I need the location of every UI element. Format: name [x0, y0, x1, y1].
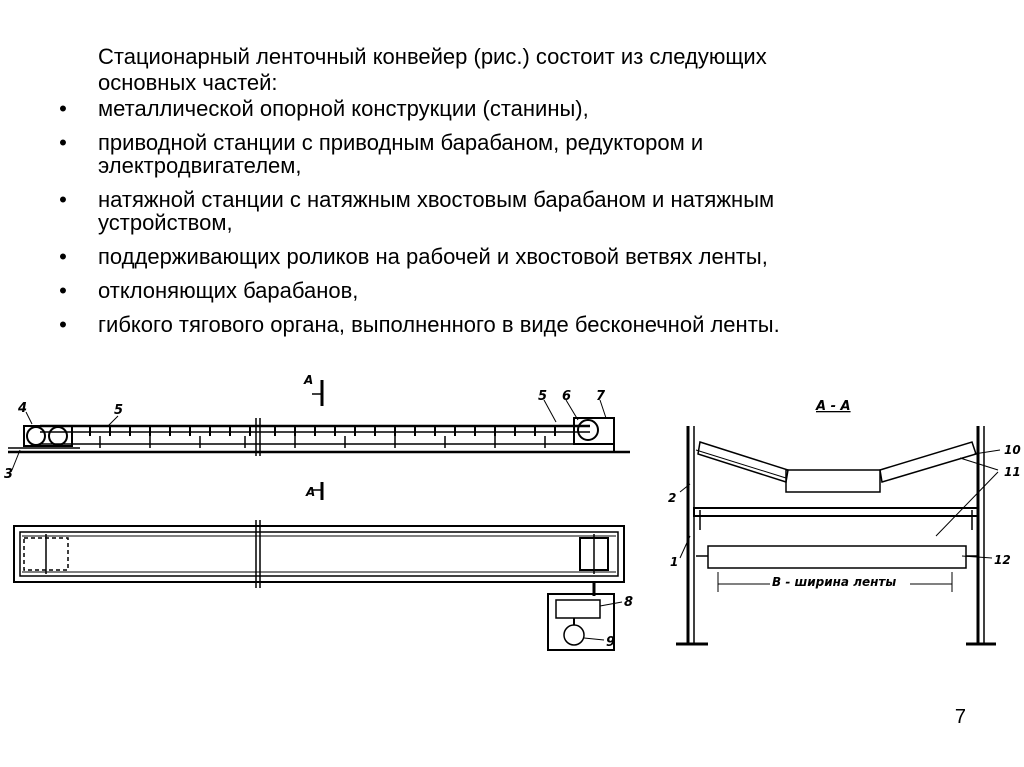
intro-line-1: Стационарный ленточный конвейер (рис.) с…: [98, 44, 767, 69]
drive-drum-icon: [577, 419, 599, 441]
label-5b: 5: [538, 389, 547, 404]
label-5: 5: [114, 403, 123, 418]
return-roller-icon: [707, 545, 967, 569]
label-10: 10: [1004, 443, 1021, 457]
list-item: • отклоняющих барабанов,: [56, 279, 936, 302]
label-8: 8: [624, 595, 633, 610]
section-mark-label: A: [305, 485, 315, 499]
list-item-text: гибкого тягового органа, выполненного в …: [98, 312, 780, 337]
conveyor-drawing: A A 4 5 5 6 7 3: [0, 360, 1024, 680]
label-11: 11: [1004, 465, 1021, 479]
tail-drum-icon: [26, 426, 46, 446]
list-item: • металлической опорной конструкции (ста…: [56, 97, 936, 120]
label-6: 6: [562, 389, 571, 404]
label-2: 2: [668, 491, 676, 505]
center-roller-icon: [785, 469, 881, 493]
conveyor-drawing-svg: A A 4 5 5 6 7 3: [4, 373, 1021, 651]
list-item-text-cont: электродвигателем,: [98, 153, 302, 178]
list-item: • поддерживающих роликов на рабочей и хв…: [56, 245, 936, 268]
label-1: 1: [670, 555, 678, 569]
section-title: A - A: [815, 399, 851, 414]
list-item: • натяжной станции с натяжным хвостовым …: [56, 188, 936, 234]
label-12: 12: [994, 553, 1011, 567]
belt-width-caption: B - ширина ленты: [772, 575, 896, 589]
parts-list: • металлической опорной конструкции (ста…: [56, 97, 936, 347]
label-3: 3: [4, 467, 13, 482]
list-item-text: металлической опорной конструкции (стани…: [98, 96, 589, 121]
label-9: 9: [606, 635, 615, 650]
page-number: 7: [954, 706, 966, 728]
bullet-icon: •: [59, 130, 67, 155]
plan-view: 8 9: [13, 520, 633, 651]
bullet-icon: •: [59, 96, 67, 121]
upper-idlers: [89, 426, 556, 436]
label-7: 7: [596, 389, 606, 404]
list-item: • гибкого тягового органа, выполненного …: [56, 313, 936, 336]
intro-line-2: основных частей:: [98, 70, 278, 95]
label-4: 4: [17, 401, 27, 416]
bullet-icon: •: [59, 278, 67, 303]
intro-paragraph: Стационарный ленточный конвейер (рис.) с…: [98, 44, 918, 96]
list-item-text: отклоняющих барабанов,: [98, 278, 359, 303]
motor-icon: [563, 624, 585, 646]
list-item-text: натяжной станции с натяжным хвостовым ба…: [98, 187, 775, 212]
cross-section: A - A: [668, 399, 1021, 646]
bullet-icon: •: [59, 244, 67, 269]
bullet-icon: •: [59, 187, 67, 212]
bullet-icon: •: [59, 312, 67, 337]
list-item-text: поддерживающих роликов на рабочей и хвос…: [98, 244, 768, 269]
list-item-text: приводной станции с приводным барабаном,…: [98, 130, 704, 155]
section-mark-label: A: [303, 373, 313, 387]
list-item-text-cont: устройством,: [98, 210, 233, 235]
list-item: • приводной станции с приводным барабано…: [56, 131, 936, 177]
side-view: A A 4 5 5 6 7 3: [4, 373, 630, 500]
gearbox-icon: [555, 599, 601, 619]
